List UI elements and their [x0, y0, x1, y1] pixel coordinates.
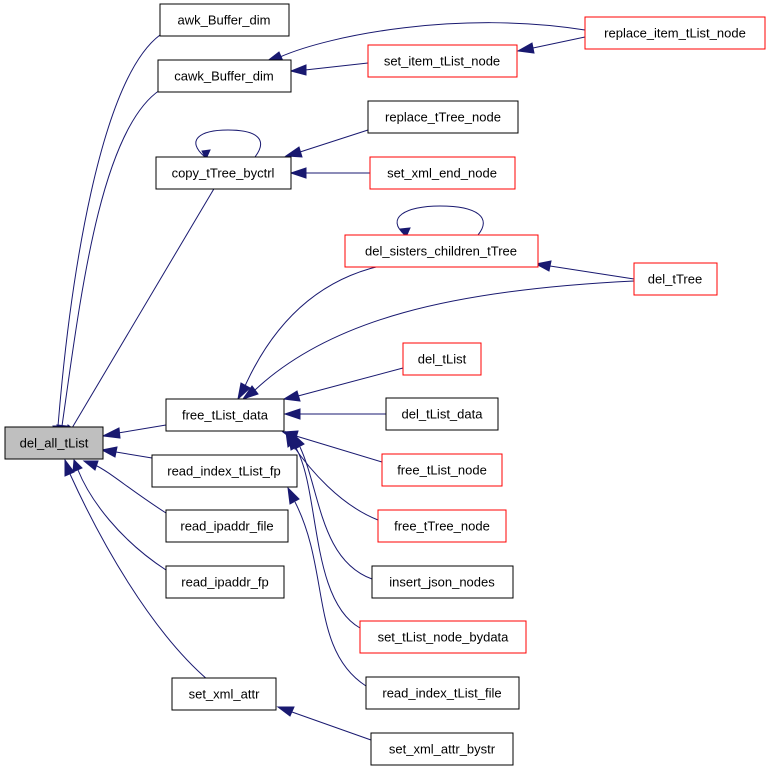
edge-set_xml_attr-to-del_all_tList: [64, 458, 209, 681]
edge-set_tList_node_bydata-to-free_tList_data: [287, 431, 361, 629]
edge-replace_tTree_node-to-copy_tTree_byctrl: [284, 129, 369, 158]
edge-copy_tTree_byctrl-self: [195, 129, 261, 161]
node-label: free_tList_node: [397, 463, 487, 478]
node-label: del_tTree: [648, 272, 702, 287]
node-label: del_tList: [418, 352, 467, 367]
edge-replace_item_tList_node-to-set_item_tList_node: [516, 36, 586, 54]
node-label: read_ipaddr_fp: [181, 575, 268, 590]
edge-read_index_tList_fp-to-del_all_tList: [100, 446, 153, 459]
node-label: set_xml_attr: [189, 687, 260, 702]
node-label: read_index_tList_file: [382, 686, 501, 701]
node-label: insert_json_nodes: [389, 575, 495, 590]
node-label: read_index_tList_fp: [167, 464, 280, 479]
node-label: copy_tTree_byctrl: [172, 166, 275, 181]
node-replace_item_tList_node[interactable]: replace_item_tList_node: [584, 16, 766, 50]
node-set_tList_node_bydata[interactable]: set_tList_node_bydata: [359, 620, 527, 654]
node-set_xml_attr[interactable]: set_xml_attr: [171, 677, 277, 711]
node-set_xml_attr_bystr[interactable]: set_xml_attr_bystr: [370, 732, 514, 766]
edge-read_ipaddr_file-to-del_all_tList: [82, 460, 167, 514]
node-label: replace_item_tList_node: [604, 26, 746, 41]
edge-read_index_tList_file-to-read_index_tList_fp: [287, 486, 367, 687]
edge-set_xml_end_node-to-copy_tTree_byctrl: [289, 167, 370, 179]
edge-set_xml_attr_bystr-to-set_xml_attr: [276, 706, 372, 741]
edge-set_item_tList_node-to-cawk_Buffer_dim: [289, 62, 369, 76]
node-cawk_Buffer_dim[interactable]: cawk_Buffer_dim: [157, 59, 292, 93]
node-del_sisters_children_tTree[interactable]: del_sisters_children_tTree: [344, 234, 539, 268]
node-label: set_xml_attr_bystr: [389, 742, 496, 757]
edge-cawk_Buffer_dim-to-del_all_tList: [56, 89, 161, 443]
node-read_ipaddr_fp[interactable]: read_ipaddr_fp: [165, 565, 285, 599]
edge-del_sisters_children_tTree-to-free_tList_data: [237, 265, 381, 401]
node-set_item_tList_node[interactable]: set_item_tList_node: [367, 44, 518, 78]
edge-del_tTree-to-free_tList_data: [241, 280, 635, 400]
node-label: cawk_Buffer_dim: [174, 69, 273, 84]
edge-del_tList_data-to-free_tList_data: [283, 408, 386, 420]
node-label: read_ipaddr_file: [180, 519, 273, 534]
node-del_tTree[interactable]: del_tTree: [633, 262, 718, 296]
node-label: free_tList_data: [182, 408, 269, 423]
node-del_tList[interactable]: del_tList: [402, 342, 482, 376]
node-free_tTree_node[interactable]: free_tTree_node: [377, 509, 507, 543]
node-set_xml_end_node[interactable]: set_xml_end_node: [369, 156, 516, 190]
node-label: set_xml_end_node: [387, 166, 497, 181]
node-label: set_tList_node_bydata: [378, 630, 510, 645]
node-label: replace_tTree_node: [385, 110, 501, 125]
edge-del_tTree-to-del_sisters_children_tTree: [534, 260, 635, 280]
node-read_index_tList_fp[interactable]: read_index_tList_fp: [151, 454, 298, 488]
edge-del_sisters_children_tTree-self: [396, 205, 484, 238]
node-label: awk_Buffer_dim: [178, 13, 271, 28]
node-del_tList_data[interactable]: del_tList_data: [385, 397, 499, 431]
node-free_tList_node[interactable]: free_tList_node: [381, 453, 503, 487]
node-awk_Buffer_dim[interactable]: awk_Buffer_dim: [159, 3, 290, 37]
node-copy_tTree_byctrl[interactable]: copy_tTree_byctrl: [155, 156, 292, 190]
node-label: del_tList_data: [402, 407, 484, 422]
node-label: del_sisters_children_tTree: [365, 244, 517, 259]
node-read_ipaddr_file[interactable]: read_ipaddr_file: [165, 509, 289, 543]
node-replace_tTree_node[interactable]: replace_tTree_node: [367, 100, 519, 134]
edge-del_tList-to-free_tList_data: [282, 367, 404, 402]
edge-read_ipaddr_fp-to-del_all_tList: [72, 458, 167, 571]
node-label: del_all_tList: [20, 436, 89, 451]
node-read_index_tList_file[interactable]: read_index_tList_file: [365, 676, 520, 710]
node-label: set_item_tList_node: [384, 54, 500, 69]
node-insert_json_nodes[interactable]: insert_json_nodes: [371, 565, 514, 599]
edge-awk_Buffer_dim-to-del_all_tList: [52, 34, 161, 443]
node-label: free_tTree_node: [394, 519, 490, 534]
node-del_all_tList[interactable]: del_all_tList: [4, 426, 104, 460]
node-free_tList_data[interactable]: free_tList_data: [165, 398, 285, 432]
edge-free_tList_data-to-del_all_tList: [101, 424, 167, 439]
